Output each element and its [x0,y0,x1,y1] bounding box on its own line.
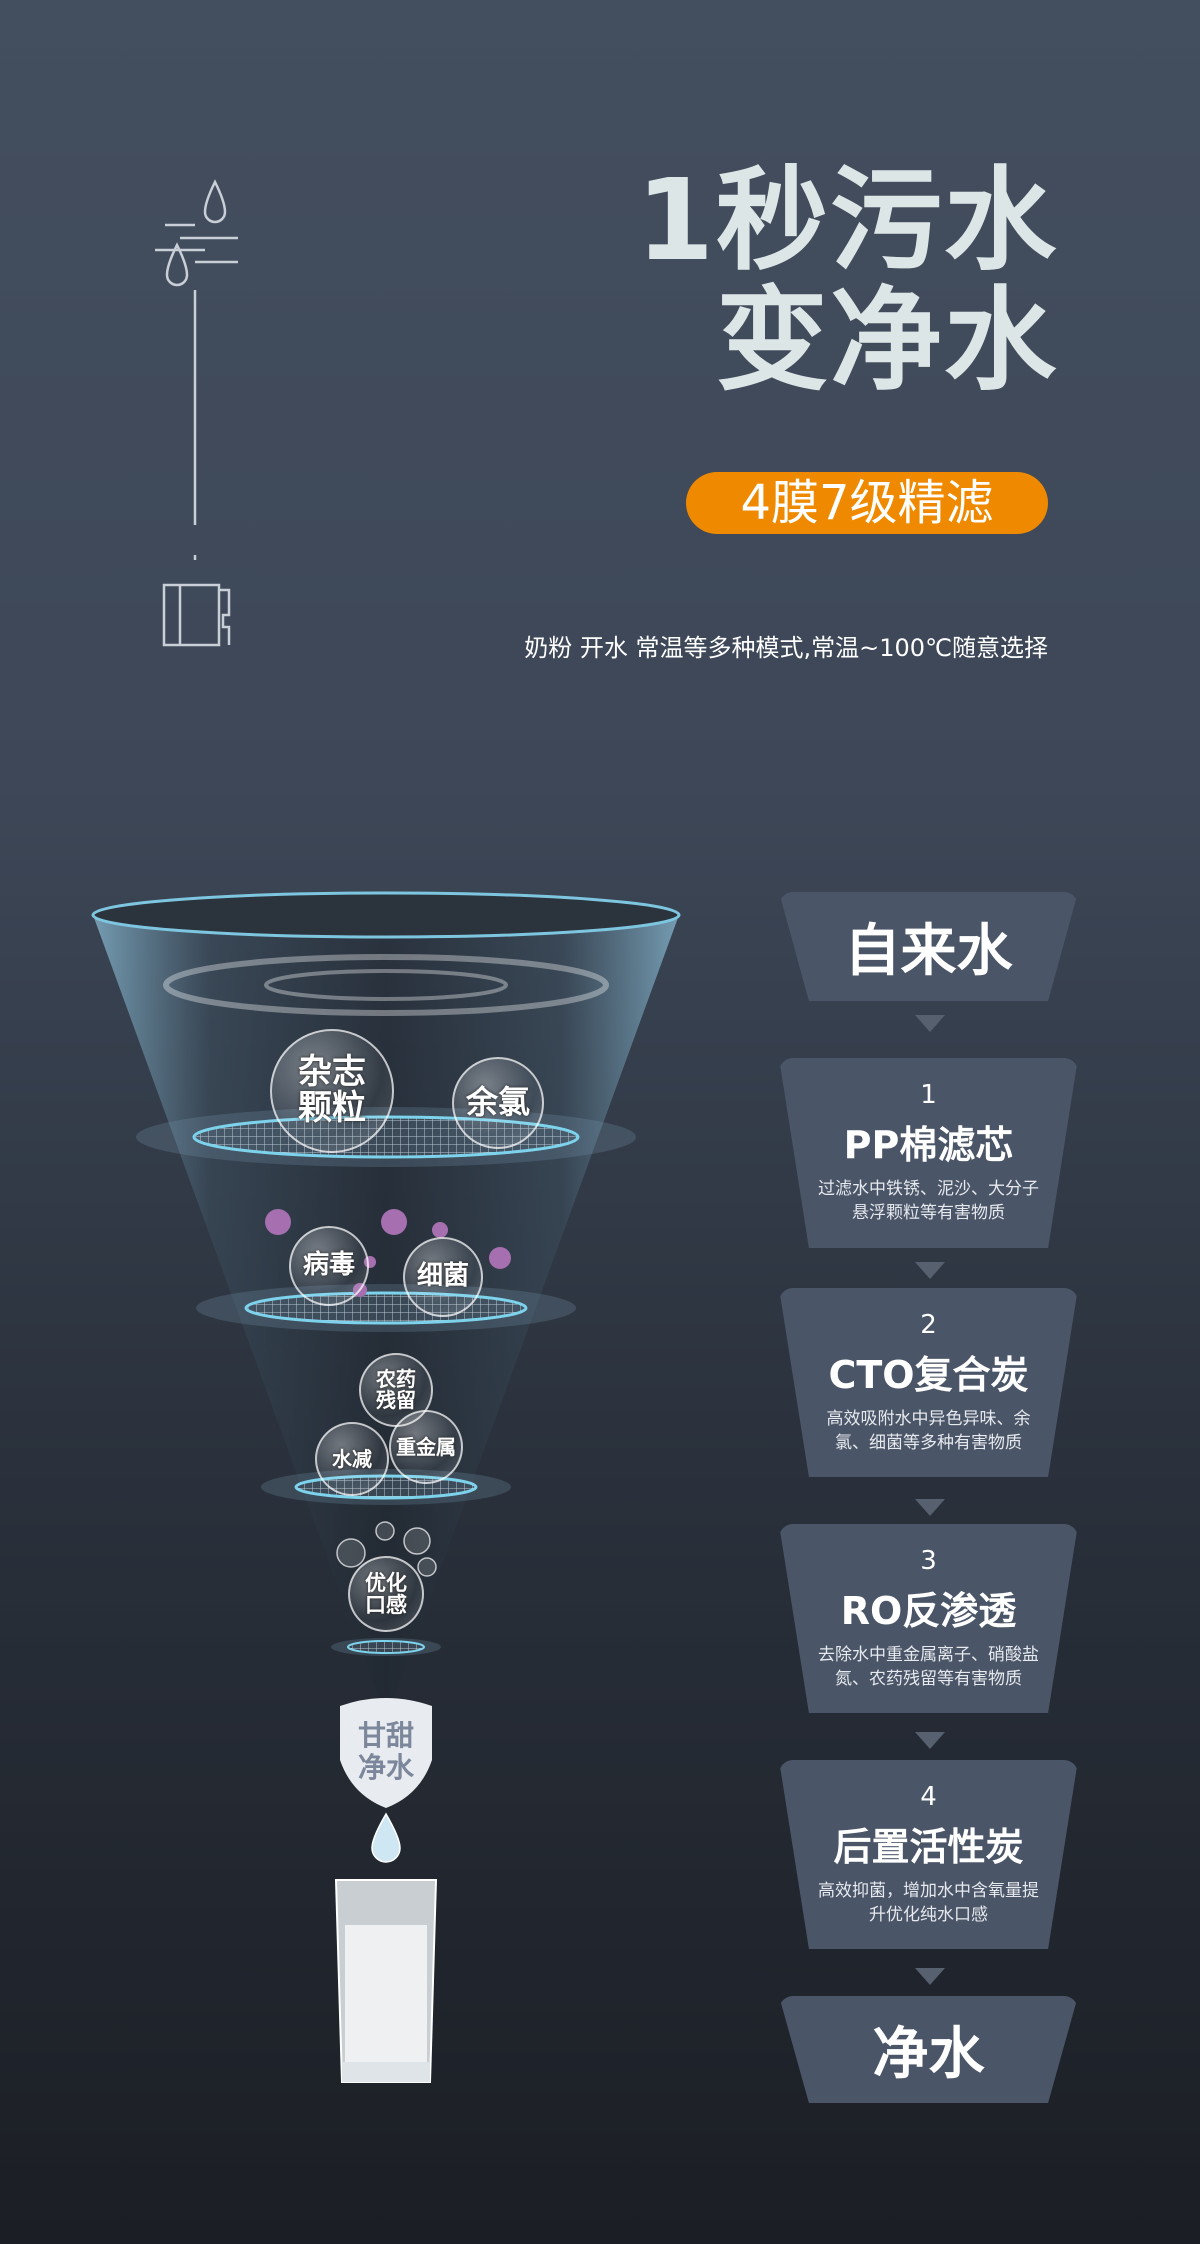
step-name: 后置活性炭 [833,1825,1024,1869]
subtitle: 奶粉 开水 常温等多种模式,常温~100℃随意选择 [524,634,1048,662]
filter-layer-3 [261,1469,511,1505]
step-description: 高效吸附水中异色异味、余氯、细菌等多种有害物质 [826,1409,1031,1453]
bubble-label: 杂志 [298,1052,366,1093]
bubble-taste: 优化口感 [348,1556,424,1632]
step-card-1: 1 PP棉滤芯 过滤水中铁锈、泥沙、大分子悬浮颗粒等有害物质 [779,1058,1078,1248]
headline-line-2: 变净水 [716,276,1058,406]
bubble-alkali: 水减 [315,1422,389,1496]
shield-label-line-1: 甘甜 [357,1719,414,1752]
headline-line-1: 1秒污水 [636,156,1058,286]
step-number: 4 [920,1782,937,1812]
shield-label: 甘甜净水 [336,1720,436,1784]
bubble-label: 残留 [376,1388,416,1412]
water-drop-icon [371,1812,401,1863]
step-number: 2 [920,1310,937,1340]
bubble-bacteria: 细菌 [403,1237,483,1317]
step-start-tap-water: 自来水 [779,892,1078,1001]
bubble-residual-chlorine: 余氯 [452,1057,544,1149]
water-glass-icon [334,1879,438,2083]
small-bubbles [336,1521,437,1577]
bubble-label: 优化 [365,1570,407,1595]
funnel-rim [91,891,681,939]
shield-icon [340,1698,432,1808]
bubble-virus: 病毒 [289,1226,369,1306]
water-ripple [163,954,609,1016]
down-arrow-icon [915,1968,945,1985]
step-card-4: 4 后置活性炭 高效抑菌，增加水中含氧量提升优化纯水口感 [779,1760,1078,1949]
step-number: 1 [920,1080,937,1110]
water-machine-icon [155,179,238,647]
down-arrow-icon [915,1732,945,1749]
down-arrow-icon [915,1015,945,1032]
step-end-pure-water: 净水 [779,1996,1078,2103]
step-description: 过滤水中铁锈、泥沙、大分子悬浮颗粒等有害物质 [818,1179,1039,1223]
step-name: PP棉滤芯 [843,1123,1014,1167]
bubble-heavy-metal: 重金属 [389,1410,463,1484]
bubble-label: 农药 [376,1367,416,1391]
step-number: 3 [920,1546,937,1576]
step-description: 去除水中重金属离子、硝酸盐氮、农药残留等有害物质 [818,1645,1039,1689]
bubble-label: 颗粒 [298,1088,366,1128]
step-name: RO反渗透 [840,1589,1017,1633]
shield-label-line-2: 净水 [357,1751,414,1784]
step-card-2: 2 CTO复合炭 高效吸附水中异色异味、余氯、细菌等多种有害物质 [779,1288,1078,1477]
step-card-3: 3 RO反渗透 去除水中重金属离子、硝酸盐氮、农药残留等有害物质 [779,1524,1078,1713]
down-arrow-icon [915,1262,945,1279]
bubble-impurities: 杂志颗粒 [270,1029,394,1153]
step-name: CTO复合炭 [828,1353,1029,1397]
step-description: 高效抑菌，增加水中含氧量提升优化纯水口感 [818,1881,1039,1925]
down-arrow-icon [915,1499,945,1516]
filter-layer-4 [331,1638,441,1656]
bubble-label: 口感 [365,1593,407,1617]
filter-layer-2 [196,1284,576,1332]
filtration-badge: 4膜7级精滤 [686,472,1048,534]
